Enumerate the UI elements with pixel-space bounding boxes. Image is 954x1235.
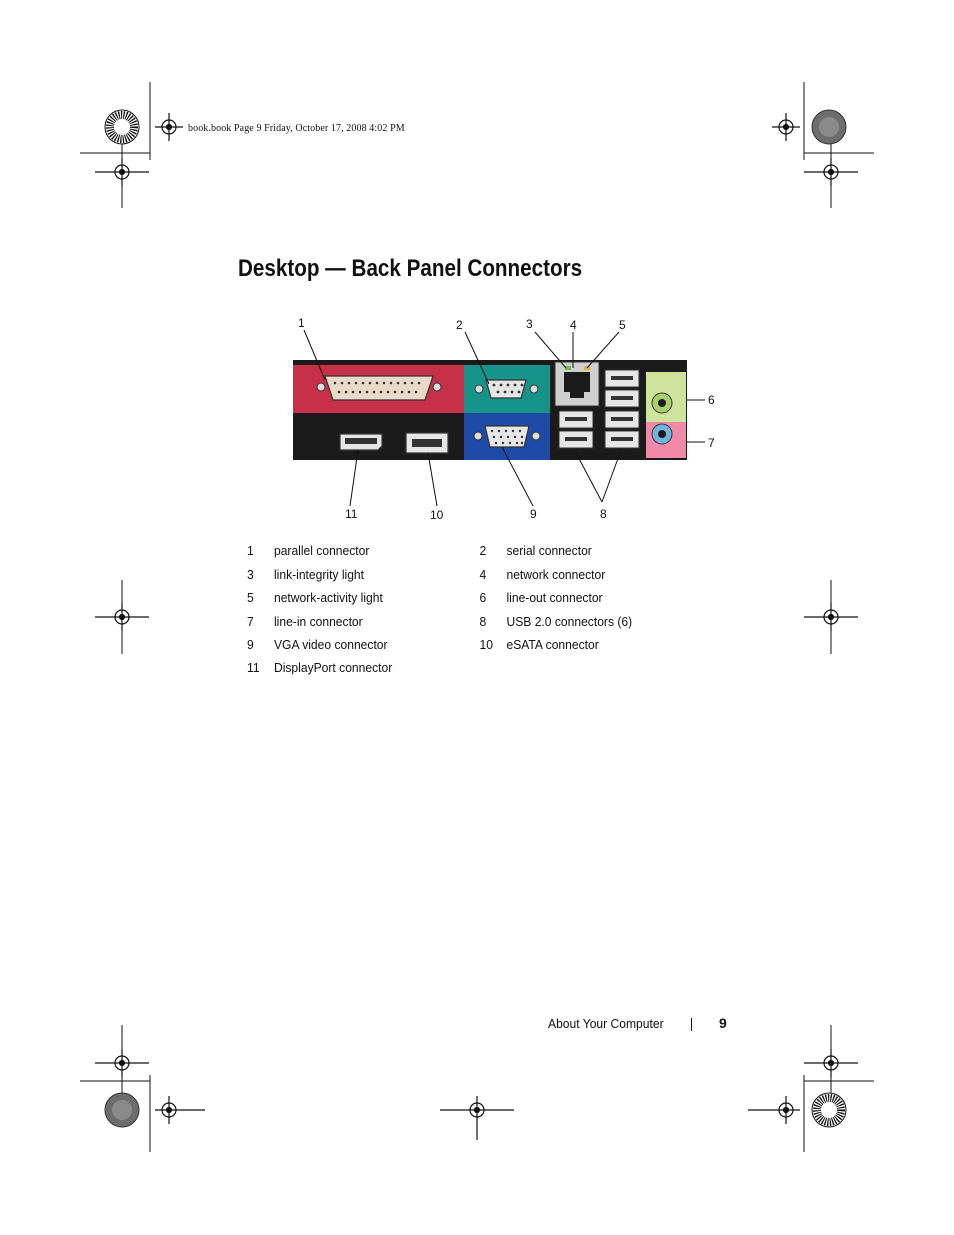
serial-connector-icon: [474, 379, 539, 399]
legend-row: 11 DisplayPort connector: [247, 660, 675, 680]
line-in-connector-icon: [651, 423, 673, 445]
displayport-connector-icon: [339, 433, 383, 451]
registration-mark-icon: [95, 158, 149, 186]
legend-label: USB 2.0 connectors (6): [506, 614, 633, 629]
legend-label: network connector: [506, 567, 606, 582]
callout-8: 8: [600, 507, 607, 521]
callout-1: 1: [298, 316, 305, 330]
callout-9: 9: [530, 507, 537, 521]
esata-connector-icon: [405, 432, 449, 454]
legend-label: DisplayPort connector: [273, 660, 393, 675]
legend-number: 7: [247, 614, 254, 629]
registration-mark-icon: [804, 603, 858, 631]
legend-label: line-in connector: [273, 614, 363, 629]
legend-number: 10: [479, 637, 493, 652]
legend-number: 3: [247, 567, 254, 582]
legend-number: 11: [247, 660, 260, 675]
registration-mark-icon: [95, 1049, 149, 1077]
legend-number: 8: [479, 614, 487, 629]
legend-label: VGA video connector: [273, 637, 388, 652]
gray-target-icon: [104, 1092, 140, 1128]
registration-mark-icon: [804, 158, 858, 186]
registration-mark-icon: [748, 1096, 800, 1124]
legend-row: 9 VGA video connector 10 eSATA connector: [247, 637, 675, 657]
legend-row: 5 network-activity light 6 line-out conn…: [247, 590, 675, 610]
legend-number: 6: [479, 590, 487, 605]
network-connector-icon: [554, 361, 600, 407]
registration-mark-icon: [155, 1096, 205, 1124]
callout-10: 10: [430, 508, 444, 522]
legend-row: 7 line-in connector 8 USB 2.0 connectors…: [247, 614, 675, 634]
legend-number: 5: [247, 590, 254, 605]
legend-row: 3 link-integrity light 4 network connect…: [247, 567, 675, 587]
back-panel-figure: 1 2 3 4 5 6 7 8 9 10 11: [293, 316, 715, 522]
callout-6: 6: [708, 393, 715, 407]
legend-label: parallel connector: [273, 543, 370, 558]
legend-number: 1: [247, 543, 254, 558]
callout-2: 2: [456, 318, 463, 332]
vga-connector-icon: [473, 425, 541, 448]
footer-section-title: About Your Computer: [548, 1016, 664, 1031]
callout-3: 3: [526, 317, 533, 331]
print-header: book.book Page 9 Friday, October 17, 200…: [188, 123, 405, 134]
legend-label: line-out connector: [506, 590, 603, 605]
gray-target-icon: [811, 109, 847, 145]
legend-number: 4: [479, 567, 487, 582]
line-out-connector-icon: [651, 392, 673, 414]
callout-5: 5: [619, 318, 626, 332]
parallel-connector-icon: [316, 375, 442, 401]
registration-mark-icon: [95, 603, 149, 631]
legend-label: eSATA connector: [506, 637, 599, 652]
callout-11: 11: [345, 507, 358, 521]
legend-label: serial connector: [506, 543, 592, 558]
legend-number: 9: [247, 637, 254, 652]
footer-divider: [691, 1018, 692, 1031]
registration-mark-icon: [440, 1096, 514, 1140]
legend-label: network-activity light: [273, 590, 383, 605]
registration-mark-icon: [804, 1049, 858, 1077]
page-title: Desktop — Back Panel Connectors: [238, 255, 583, 282]
legend-number: 2: [479, 543, 487, 558]
registration-mark-icon: [155, 113, 183, 141]
color-target-icon: [811, 1092, 847, 1128]
page-number: 9: [719, 1015, 727, 1031]
legend-label: link-integrity light: [273, 567, 365, 582]
callout-7: 7: [708, 436, 715, 450]
callout-4: 4: [570, 318, 577, 332]
color-target-icon: [104, 109, 140, 145]
registration-mark-icon: [772, 113, 800, 141]
legend-row: 1 parallel connector 2 serial connector: [247, 543, 675, 563]
